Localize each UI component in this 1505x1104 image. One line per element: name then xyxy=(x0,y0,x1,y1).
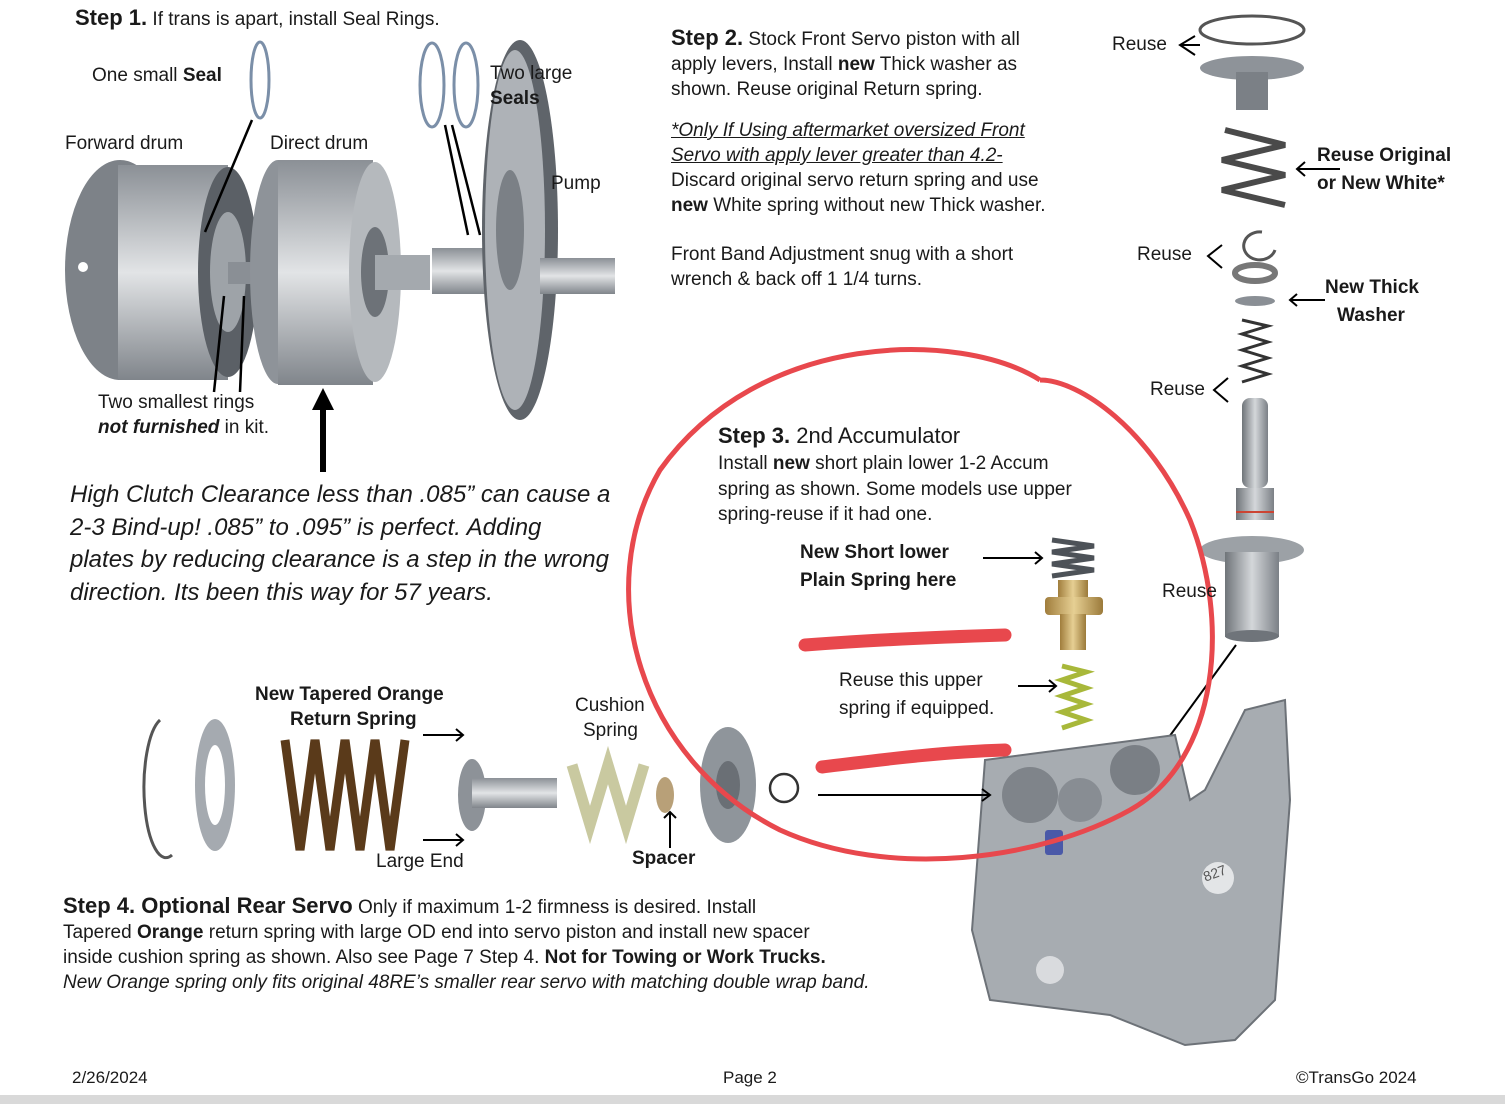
step3-line: Install xyxy=(718,453,773,474)
small-seal-bold: Seal xyxy=(182,65,222,86)
accumulator-parts xyxy=(1045,537,1103,731)
red-strike-annotation xyxy=(798,628,1012,652)
step3-body: Install new short plain lower 1-2 Accum … xyxy=(718,451,1072,528)
new-thick-label: New Thick xyxy=(1325,277,1419,298)
step4-title: Step 4. Optional Rear Servo xyxy=(63,893,353,918)
aftermarket-note: Servo with apply lever greater than 4.2- xyxy=(671,145,1003,166)
step2-line: Thick washer as xyxy=(874,54,1018,75)
not-furnished-bold: not furnished xyxy=(98,417,220,438)
step3-subtitle: 2nd Accumulator xyxy=(796,423,961,448)
step4-line: inside cushion spring as shown. Also see… xyxy=(63,947,545,968)
step4-pointer-lines xyxy=(423,728,677,848)
cushion-label: Cushion xyxy=(575,695,645,716)
step2-block: Step 2. Stock Front Servo piston with al… xyxy=(671,25,1101,292)
band-adjust-line: wrench & back off 1 1/4 turns. xyxy=(671,269,923,290)
new-white-label: or New White* xyxy=(1317,173,1445,194)
front-servo-stack xyxy=(1198,14,1306,642)
reuse-original-label: Reuse Original xyxy=(1317,145,1452,166)
footer-date: 2/26/2024 xyxy=(72,1068,148,1087)
seals-label: Seals xyxy=(490,88,540,109)
step3-title: Step 3. xyxy=(718,423,791,448)
small-seal-ring xyxy=(249,40,271,120)
spring-label: Spring xyxy=(583,720,638,741)
step2-line: apply levers, Install xyxy=(671,54,838,75)
step1-text: If trans is apart, install Seal Rings. xyxy=(152,9,440,30)
red-strike-annotation xyxy=(815,743,1012,774)
step4-line: Tapered xyxy=(63,922,137,943)
two-smallest-label: Two smallest rings xyxy=(98,392,255,413)
arrow-head-icon xyxy=(981,788,992,802)
step2-bold: new xyxy=(671,195,708,216)
step4-line: return spring with large OD end into ser… xyxy=(203,922,810,943)
pump-label: Pump xyxy=(551,173,601,194)
large-seal-ring xyxy=(418,41,446,129)
not-furnished-label: not furnished in kit. xyxy=(98,416,269,440)
step1-title: Step 1. xyxy=(75,5,148,30)
large-end-label: Large End xyxy=(376,851,464,872)
step3-line: spring-reuse if it had one. xyxy=(718,504,933,525)
step1-heading: Step 1. If trans is apart, install Seal … xyxy=(75,5,440,31)
step3-heading: Step 3. 2nd Accumulator xyxy=(718,423,960,449)
step4-block: Step 4. Optional Rear Servo Only if maxi… xyxy=(63,893,953,995)
step4-note: New Orange spring only fits original 48R… xyxy=(63,972,870,993)
clearance-note: High Clutch Clearance less than .085” ca… xyxy=(70,479,610,609)
band-adjust-line: Front Band Adjustment snug with a short xyxy=(671,244,1014,265)
reuse-label: Reuse xyxy=(1112,34,1167,55)
pump-image xyxy=(432,40,615,420)
footer-copyright: ©TransGo 2024 xyxy=(1296,1068,1417,1087)
step2-line: Stock Front Servo piston with all xyxy=(748,29,1020,50)
small-seal-text: One small xyxy=(92,65,183,86)
clearance-line: 2-3 Bind-up! .085” to .095” is perfect. … xyxy=(70,513,542,541)
aftermarket-note: *Only If Using aftermarket oversized Fro… xyxy=(671,120,1025,141)
reuse-piston-label: Reuse xyxy=(1162,581,1217,602)
direct-drum-label: Direct drum xyxy=(270,133,369,154)
red-circle-annotation xyxy=(626,347,1215,862)
tapered-spring-label: New Tapered Orange xyxy=(255,684,444,705)
two-large-label: Two large xyxy=(490,63,573,84)
new-short-label: New Short lower xyxy=(800,542,949,563)
step3-pointer-lines xyxy=(983,551,1058,693)
spacer-label: Spacer xyxy=(632,848,696,869)
step3-line: spring as shown. Some models use upper xyxy=(718,478,1072,500)
step3-bold: new xyxy=(772,453,810,474)
step2-bold: new xyxy=(837,54,875,75)
up-arrow-icon xyxy=(312,388,334,472)
step2-line: shown. Reuse original Return spring. xyxy=(671,79,983,100)
step2-title: Step 2. xyxy=(671,25,744,50)
spring-equipped-label: spring if equipped. xyxy=(839,698,995,719)
large-seal-ring xyxy=(452,41,480,129)
washer-label: Washer xyxy=(1337,305,1405,326)
clearance-line: High Clutch Clearance less than .085” ca… xyxy=(70,481,611,508)
step1-pointer-lines xyxy=(203,119,482,393)
step4-bold: Not for Towing or Work Trucks. xyxy=(544,947,826,968)
valve-body-image xyxy=(970,698,1292,1047)
step4-bold: Orange xyxy=(136,922,204,943)
in-kit-text: in kit. xyxy=(219,417,270,438)
clearance-line: direction. Its been this way for 57 year… xyxy=(70,578,493,606)
forward-drum-label: Forward drum xyxy=(65,133,184,154)
step2-line: White spring without new Thick washer. xyxy=(707,195,1046,216)
clearance-line: plates by reducing clearance is a step i… xyxy=(70,546,609,573)
step3-line: short plain lower 1-2 Accum xyxy=(809,453,1049,474)
bottom-scroll-bar xyxy=(0,1095,1505,1104)
rear-servo-parts xyxy=(142,718,800,860)
step2-line: Discard original servo return spring and… xyxy=(671,170,1039,191)
direct-drum-image xyxy=(250,160,430,385)
reuse-label: Reuse xyxy=(1150,379,1205,400)
step4-line: Only if maximum 1-2 firmness is desired.… xyxy=(352,897,757,918)
footer-page: Page 2 xyxy=(723,1068,777,1087)
reuse-upper-label: Reuse this upper xyxy=(839,670,983,691)
return-spring-label: Return Spring xyxy=(290,709,417,730)
forward-drum-image xyxy=(65,160,258,380)
small-seal-label: One small Seal xyxy=(92,64,222,88)
reuse-label: Reuse xyxy=(1137,244,1192,265)
right-pointer-lines xyxy=(1144,35,1340,771)
plain-spring-label: Plain Spring here xyxy=(800,570,957,591)
